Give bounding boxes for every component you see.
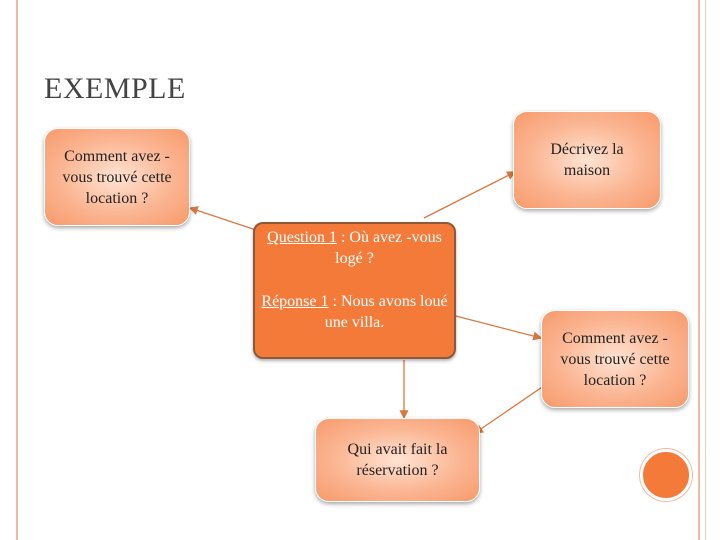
node-top-right-text: Décrivez la maison: [550, 141, 624, 179]
slide-title: EXEMPLE: [44, 72, 186, 105]
node-top-left: Comment avez -vous trouvé cette location…: [44, 128, 190, 226]
question-text: : Où avez -vous logé ?: [335, 229, 442, 267]
node-top-right: Décrivez la maison: [513, 111, 661, 209]
connector-to-right: [447, 313, 543, 341]
connector-right-to-bottom: [473, 380, 552, 434]
node-top-left-text: Comment avez -vous trouvé cette location…: [62, 147, 172, 207]
answer-line: Réponse 1 : Nous avons loué une villa.: [255, 291, 454, 333]
connector-to-top-right: [423, 171, 517, 219]
node-bottom-text: Qui avait fait la réservation ?: [347, 441, 448, 479]
central-question-node: Question 1 : Où avez -vous logé ? Répons…: [253, 222, 456, 359]
decorative-circle: [640, 449, 692, 501]
node-right-text: Comment avez -vous trouvé cette location…: [560, 329, 670, 389]
question-label: Question 1: [267, 229, 337, 246]
slide-right-border: [698, 0, 720, 540]
answer-text: : Nous avons loué une villa.: [324, 293, 448, 331]
slide-left-border: [6, 0, 18, 540]
answer-label: Réponse 1: [261, 293, 329, 310]
question-line: Question 1 : Où avez -vous logé ?: [255, 227, 454, 269]
node-right: Comment avez -vous trouvé cette location…: [541, 310, 689, 408]
node-bottom: Qui avait fait la réservation ?: [315, 418, 480, 502]
connector-to-top-left: [188, 206, 263, 233]
